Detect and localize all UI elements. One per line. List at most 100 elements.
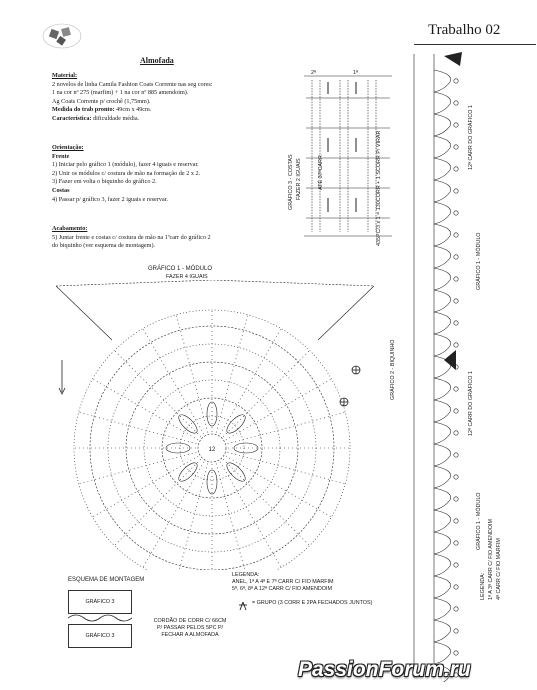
- assembly-box-top: GRÁFICO 3: [68, 590, 132, 614]
- chart1-subtitle: FAZER 4 IGUAIS: [166, 274, 208, 280]
- chart2-row-label: 12ª CARR DO GRÁFICO 1: [468, 105, 474, 170]
- page-title: Trabalho 02: [428, 22, 501, 38]
- chart3-diagram: [304, 75, 392, 237]
- assembly-note: CORDÃO DE CORR C/ 66CM P/ PASSAR PELOS 5…: [144, 618, 236, 639]
- stitch-spoke: [215, 463, 246, 570]
- scallop-arc: [433, 355, 451, 379]
- legend-group: = GRUPO (3 CORR E 2PA FECHADOS JUNTOS): [252, 600, 373, 606]
- chart2-legend-label: LEGENDA:: [480, 572, 486, 600]
- scallop-arc: [433, 201, 451, 225]
- picot-loop: [453, 232, 459, 238]
- picot-loop: [453, 452, 459, 458]
- stitch-spoke: [215, 314, 249, 433]
- legend-line: 5ª, 6ª, 8ª A 12ª CARR C/ FIO AMENDOIM: [232, 586, 332, 592]
- front-label: Frente: [52, 152, 70, 160]
- material-section: Material: 2 novelos de linha Camila Fash…: [52, 72, 280, 124]
- picot-loop: [453, 540, 459, 546]
- petal-shape: [178, 414, 198, 434]
- scallop-arc: [433, 663, 451, 682]
- stitch-spoke: [175, 314, 209, 433]
- stitch-spoke: [114, 350, 201, 437]
- scallop-arc: [433, 531, 451, 555]
- assembly-box-top-label: GRÁFICO 3: [85, 599, 115, 605]
- scallop-arc: [433, 69, 451, 93]
- measure-value: 49cm x 49cm.: [116, 106, 152, 114]
- assembly-note-line: P/ PASSAR PELOS 5PC P/: [156, 625, 224, 631]
- picot-loop: [453, 166, 459, 172]
- chart2-module-label: GRÁFICO 1 - MÓDULO: [476, 232, 482, 290]
- scallop-arc: [433, 641, 451, 665]
- assembly-box-bottom: GRÁFICO 3: [68, 624, 132, 648]
- scallop-arc: [433, 487, 451, 511]
- chart3-title: GRÁFICO 3 - COSTAS: [288, 154, 294, 210]
- material-line: 2 novelos de linha Camila Fashion Coats …: [52, 80, 213, 88]
- petal-shape: [233, 442, 259, 454]
- picot-loop: [453, 430, 459, 436]
- chart3-row-limit: ATÉ 37ªCARR: [318, 155, 324, 190]
- assembly-cord-line: [68, 614, 132, 622]
- scallop-arc: [433, 575, 451, 599]
- picot-loop: [453, 342, 459, 348]
- front-step: 1) Iniciar pelo gráfico 1 (módulo), faze…: [52, 161, 199, 169]
- feature-value: dificuldade média.: [93, 114, 140, 122]
- chart1-center-number: 12: [209, 447, 216, 453]
- ring-round: [161, 397, 263, 499]
- scallop-arc: [433, 509, 451, 533]
- logo-emblem: [42, 22, 82, 50]
- stitch-spoke: [219, 461, 282, 568]
- stitch-spoke: [92, 378, 199, 441]
- petal-shape: [226, 462, 246, 482]
- chart3-note: FAZER 2 IGUAIS: [296, 158, 302, 200]
- group-stitch-icon: [238, 598, 248, 611]
- stitch-spoke: [178, 463, 209, 570]
- material-line: 1 na cor nº 275 (marfim) + 1 na cor nº 8…: [52, 89, 189, 97]
- picot-loop: [453, 320, 459, 326]
- chart3-row-1: 1ª: [353, 70, 358, 76]
- scallop-arc: [433, 333, 451, 357]
- assembly-note-line: CORDÃO DE CORR C/ 66CM: [153, 618, 227, 624]
- picot-loop: [453, 518, 459, 524]
- scallop-arc: [433, 135, 451, 159]
- stitch-spoke: [114, 459, 201, 546]
- picot-loop: [453, 254, 459, 260]
- stitch-spoke: [223, 350, 310, 437]
- finishing-label: Acabamento:: [52, 225, 88, 232]
- scallop-arc: [433, 179, 451, 203]
- watermark-text: PassionForum.ru: [298, 658, 471, 681]
- back-label: Costas: [52, 186, 70, 194]
- finishing-section: Acabamento: 5) Juntar frente e costas c/…: [52, 225, 280, 251]
- petal-shape: [226, 414, 246, 434]
- picot-loop: [453, 606, 459, 612]
- stitch-spoke: [92, 455, 199, 518]
- feature-label: Característica:: [52, 114, 92, 122]
- material-label: Material:: [52, 72, 78, 79]
- scallop-arc: [433, 91, 451, 115]
- chart2-diagram: [413, 52, 462, 682]
- scallop-arc: [433, 267, 451, 291]
- chart2-legend-line: 4ª CARR C/ FIO MARFIM: [496, 538, 502, 600]
- scallop-arc: [433, 311, 451, 335]
- picot-loop: [453, 496, 459, 502]
- picot-loop: [453, 386, 459, 392]
- scallop-arc: [433, 399, 451, 423]
- ring-round: [197, 433, 227, 463]
- chart1-diagram: 12: [55, 280, 375, 570]
- stitch-spoke: [225, 378, 332, 441]
- chart2-module-label: GRÁFICO 1 - MÓDULO: [476, 492, 482, 550]
- article-heading: Almofada: [140, 56, 174, 65]
- picot-loop: [453, 584, 459, 590]
- assembly-title: ESQUEMA DE MONTAGEM: [68, 577, 145, 583]
- front-step: 2) Unir os módulos c/ costura de mão na …: [52, 169, 201, 177]
- stitch-spoke: [227, 451, 346, 485]
- stitch-spoke: [219, 328, 282, 435]
- picot-loop: [453, 78, 459, 84]
- scallop-arc: [433, 553, 451, 577]
- ring-round: [125, 361, 299, 535]
- scallop-arc: [433, 421, 451, 445]
- finishing-line: 5) Juntar frente e costas c/ costura de …: [52, 233, 211, 241]
- legend-title: LEGENDA:: [232, 572, 260, 578]
- legend: LEGENDA: ANEL, 1ª A 4ª E 7ª CARR C/ FIO …: [232, 572, 402, 593]
- petal-shape: [165, 442, 191, 454]
- picot-loop: [453, 562, 459, 568]
- chart3-row-2: 2ª: [311, 70, 316, 76]
